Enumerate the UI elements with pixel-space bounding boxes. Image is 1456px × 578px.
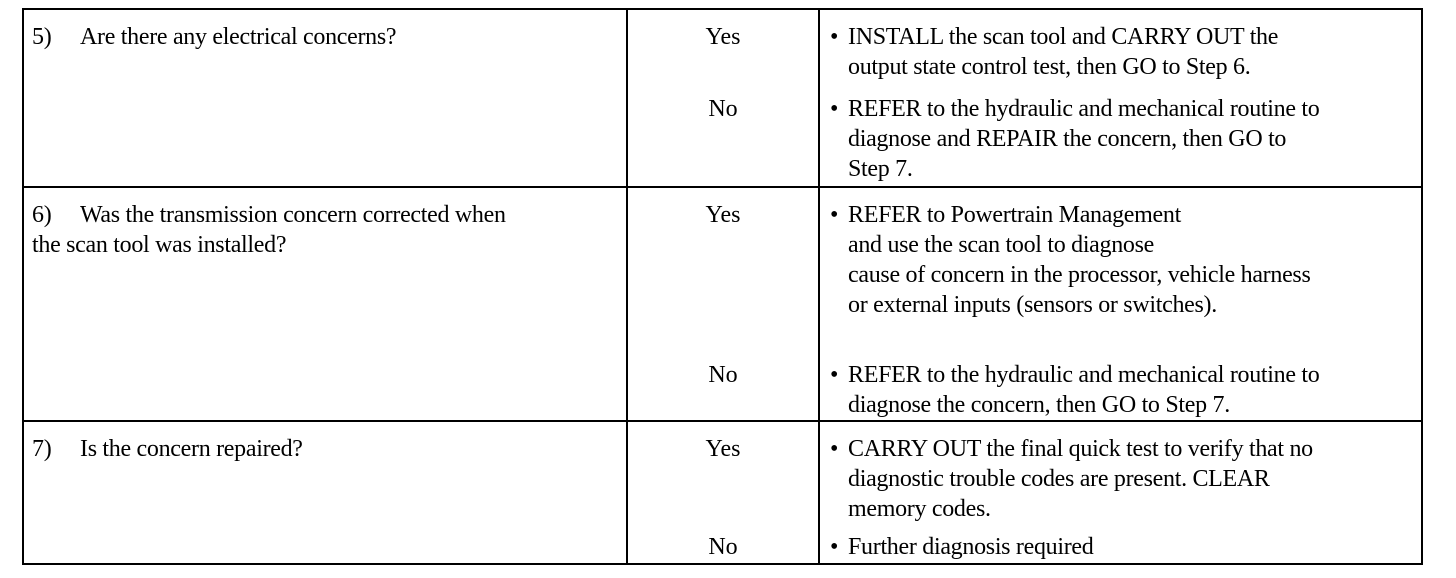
question-text: the scan tool was installed? [32,232,287,258]
action-text: •REFER to the hydraulic and mechanical r… [830,96,1320,182]
action-text: •Further diagnosis required [830,534,1094,560]
answer-no: No [708,362,738,388]
question-text: Are there any electrical concerns? [80,24,397,50]
question-text: Is the concern repaired? [80,436,303,462]
action-text: •INSTALL the scan tool and CARRY OUT the… [830,24,1279,80]
diagnostic-table: 5) Are there any electrical concerns? Yes… [22,8,1423,565]
step-number: 6) [32,202,52,228]
column-divider [818,188,820,420]
answer-yes: Yes [705,24,741,50]
bullet-icon: • [830,534,839,560]
column-divider [626,422,628,565]
step-row-7: 7) Is the concern repaired? Yes •CARRY OU… [24,422,1421,565]
step-row-6: 6) Was the transmission concern corrected… [24,188,1421,422]
action-text: •REFER to the hydraulic and mechanical r… [830,362,1320,418]
answer-no: No [708,96,738,122]
column-divider [818,10,820,186]
question-step-6: 6) Was the transmission concern corrected… [32,200,617,260]
step-row-5: 5) Are there any electrical concerns? Yes… [24,10,1421,188]
column-divider [626,188,628,420]
column-divider [626,10,628,186]
answer-no: No [708,534,738,560]
bullet-icon: • [830,202,839,228]
question-step-5: 5) Are there any electrical concerns? [32,22,617,52]
answer-yes: Yes [705,436,741,462]
column-divider [818,422,820,565]
step-number: 7) [32,436,52,462]
bullet-icon: • [830,436,839,462]
question-step-7: 7) Is the concern repaired? [32,434,617,464]
bullet-icon: • [830,96,839,122]
action-text: •CARRY OUT the final quick test to verif… [830,436,1313,522]
answer-yes: Yes [705,202,741,228]
step-number: 5) [32,24,52,50]
bullet-icon: • [830,362,839,388]
bullet-icon: • [830,24,839,50]
action-text: •REFER to Powertrain Management and use … [830,202,1311,318]
question-text: Was the transmission concern corrected w… [80,202,506,228]
